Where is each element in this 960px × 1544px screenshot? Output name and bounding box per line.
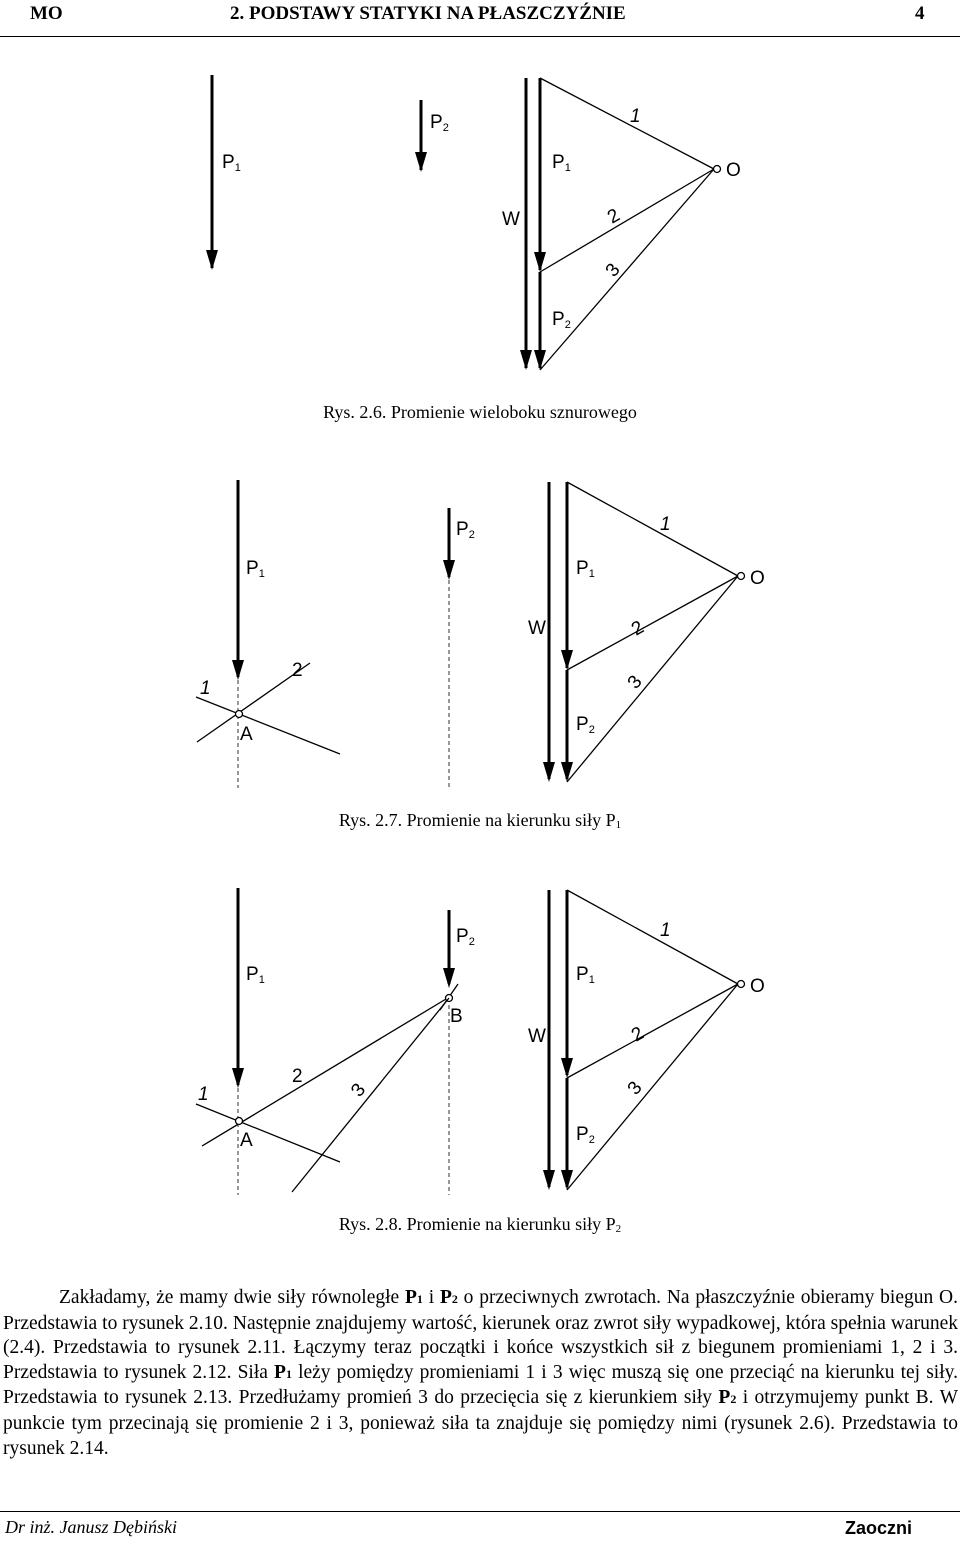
header-course: MO (30, 3, 63, 24)
header-title: 2. PODSTAWY STATYKI NA PŁASZCZYŹNIE (230, 3, 626, 24)
svg-text:A: A (240, 1130, 253, 1151)
caption-fig-2-6: Rys. 2.6. Promienie wieloboku sznurowego (323, 402, 637, 422)
label-w: W (502, 209, 520, 230)
svg-text:3: 3 (624, 1078, 647, 1100)
ray-2-label-left: 2 (292, 660, 303, 681)
svg-text:1: 1 (660, 920, 671, 941)
svg-text:3: 3 (347, 1080, 370, 1102)
pole-o (712, 164, 722, 174)
body-paragraph: Zakładamy, że mamy dwie siły równoległe … (3, 1286, 958, 1461)
header-page-number: 4 (915, 3, 925, 24)
svg-text:P1: P1 (576, 964, 595, 986)
paragraph: Zakładamy, że mamy dwie siły równoległe … (3, 1287, 959, 1459)
label-a: A (240, 724, 253, 745)
svg-text:1: 1 (198, 1084, 209, 1105)
label-polygon-p2: P2 (552, 309, 571, 331)
ray-1-label-left: 1 (200, 678, 211, 699)
label-o: O (726, 160, 741, 181)
label-p2: P2 (456, 519, 475, 541)
svg-text:1: 1 (660, 514, 671, 535)
point-a (234, 709, 244, 719)
svg-text:W: W (528, 1026, 546, 1047)
caption-fig-2-7: Rys. 2.7. Promienie na kierunku siły P1 (338, 810, 622, 831)
page-header: MO 2. PODSTAWY STATYKI NA PŁASZCZYŹNIE 4 (0, 0, 960, 37)
svg-text:P2: P2 (576, 714, 595, 736)
svg-text:P2: P2 (576, 1124, 595, 1146)
svg-text:2: 2 (292, 1066, 303, 1087)
ray-1-label: 1 (630, 106, 641, 127)
label-p2: P2 (430, 112, 449, 134)
svg-text:W: W (528, 618, 546, 639)
figure-2-6: P1 P2 P1 P2 W O 1 2 3 (206, 75, 741, 371)
svg-text:P1: P1 (576, 558, 595, 580)
svg-text:P1: P1 (246, 964, 265, 986)
footer-author: Dr inż. Janusz Dębiński (5, 1517, 177, 1537)
svg-text:O: O (750, 976, 765, 997)
page-footer: Dr inż. Janusz Dębiński Zaoczni (0, 1511, 960, 1544)
footer-label: Zaoczni (844, 1518, 912, 1538)
caption-fig-2-8: Rys. 2.8. Promienie na kierunku siły P2 (338, 1214, 622, 1235)
label-p1: P1 (222, 152, 241, 174)
label-b: B (450, 1006, 463, 1027)
figure-2-8: P1 P2 B A 1 2 3 P1 P2 W O 1 2 3 (195, 888, 765, 1195)
svg-text:O: O (750, 568, 765, 589)
figure-2-7: P1 P2 A 1 2 P1 P2 W O 1 2 3 (195, 480, 765, 788)
svg-text:P2: P2 (456, 926, 475, 948)
label-polygon-p1: P1 (552, 152, 571, 174)
label-p1: P1 (246, 558, 265, 580)
